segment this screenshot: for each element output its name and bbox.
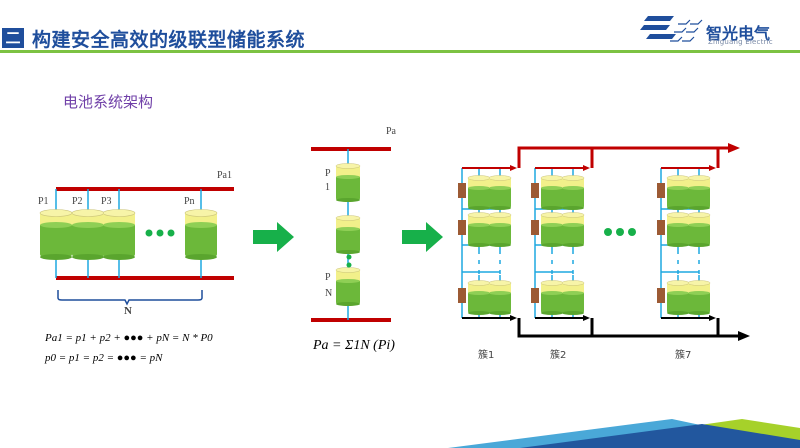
logo-icon bbox=[640, 16, 703, 42]
resistor-icon bbox=[531, 220, 539, 235]
bus-label-pa1: Pa1 bbox=[217, 170, 232, 181]
cell-label-1-top: 1 bbox=[325, 182, 330, 193]
arrow-head-icon bbox=[583, 165, 590, 171]
battery-cluster bbox=[531, 165, 590, 321]
resistor-icon bbox=[458, 288, 466, 303]
cluster-label-2: 簇2 bbox=[550, 350, 567, 361]
resistor-icon bbox=[458, 220, 466, 235]
parallel-diagram bbox=[39, 187, 234, 306]
cell-label-p1: P1 bbox=[38, 196, 49, 207]
header-divider bbox=[0, 50, 800, 53]
resistor-icon bbox=[657, 183, 665, 198]
arrow-right-icon bbox=[253, 222, 294, 252]
page-title: 构建安全高效的级联型储能系统 bbox=[32, 29, 306, 51]
ellipsis-dots bbox=[145, 229, 175, 237]
arrow-head-icon bbox=[510, 315, 517, 321]
cell-label-n-bottom: N bbox=[325, 288, 333, 299]
arrow-head-icon bbox=[510, 165, 517, 171]
formula-p0: p0 = p1 = p2 = ●●● = pN bbox=[45, 352, 163, 364]
arrow-head-icon bbox=[709, 165, 716, 171]
cell-label-p-bottom: P bbox=[325, 272, 331, 283]
resistor-icon bbox=[458, 183, 466, 198]
top-bus-bar bbox=[311, 147, 391, 151]
arrow-head-icon bbox=[583, 315, 590, 321]
cell-label-p-top: P bbox=[325, 168, 331, 179]
bottom-bus-bar bbox=[56, 276, 234, 280]
section-subtitle: 电池系统架构 bbox=[63, 93, 154, 111]
ellipsis-dot bbox=[628, 228, 636, 236]
cell-label-p3: P3 bbox=[101, 196, 112, 207]
resistor-icon bbox=[657, 220, 665, 235]
cluster-diagram bbox=[517, 143, 750, 341]
formula-pa1: Pa1 = p1 + p2 + ●●● + pN = N * P0 bbox=[45, 332, 213, 344]
resistor-icon bbox=[531, 183, 539, 198]
battery-cluster bbox=[458, 165, 517, 321]
logo-name-en: Zhiguang Electric bbox=[708, 38, 773, 46]
cell-label-p2: P2 bbox=[72, 196, 83, 207]
cluster-label-7: 簇7 bbox=[675, 350, 692, 361]
ellipsis-dot bbox=[616, 228, 624, 236]
cluster-label-1: 簇1 bbox=[478, 350, 495, 361]
logo-name-cn: 智光电气 bbox=[706, 24, 771, 43]
bottom-bus-bar bbox=[311, 318, 391, 322]
brace bbox=[57, 290, 203, 306]
series-diagram bbox=[311, 147, 391, 322]
bus-label-pa: Pa bbox=[386, 126, 396, 137]
top-bus-bar bbox=[56, 187, 234, 191]
formula-pa: Pa = Σ1N (Pi) bbox=[313, 338, 395, 353]
ellipsis-dot bbox=[604, 228, 612, 236]
cell-label-pn: Pn bbox=[184, 196, 195, 207]
brace-label-n: N bbox=[124, 305, 132, 317]
arrow-head-icon bbox=[709, 315, 716, 321]
section-number-badge: 二 bbox=[2, 28, 24, 48]
resistor-icon bbox=[657, 288, 665, 303]
resistor-icon bbox=[531, 288, 539, 303]
battery-cluster bbox=[657, 165, 716, 321]
arrow-right-icon bbox=[402, 222, 443, 252]
